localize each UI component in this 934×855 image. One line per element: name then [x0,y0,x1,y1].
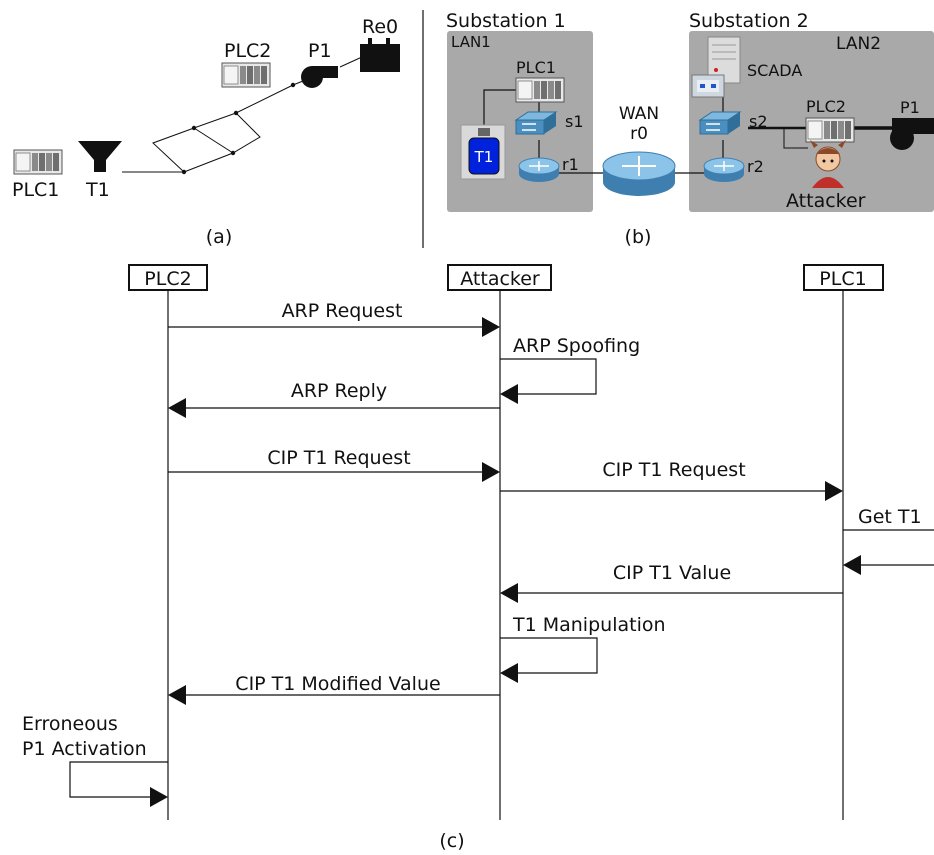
plc2-device-label: PLC2 [806,97,846,116]
plc1-icon [13,149,63,175]
self-message-arrow [500,637,598,674]
t1-label: T1 [85,179,110,201]
msg-cip-request-2: CIP T1 Request [602,459,745,481]
scada-monitor-icon [691,74,725,98]
arrow-head [500,663,518,683]
pump-icon [890,118,934,150]
link [483,89,516,125]
msg-get-t1: Get T1 [858,506,922,528]
plc2-icon [221,62,271,88]
arrow-head [482,317,500,337]
attacker-icon [810,140,846,188]
arrow-head [843,555,861,575]
participant-plc2-box [128,264,208,291]
self-message-arrow [500,358,597,395]
arrow-head [500,583,518,603]
junction-node [181,169,187,175]
self-message-arrow [69,761,168,798]
participant-plc1-label: PLC1 [819,268,866,290]
arrow-head [168,398,186,418]
wan-label: WAN [619,104,659,124]
lan2-label: LAN2 [836,34,881,54]
tank-label: T1 [474,148,494,166]
router-r2-icon [703,157,745,183]
p1-label: P1 [308,40,332,62]
switch-s1-label: s1 [565,112,584,131]
tank-icon [468,137,500,175]
panel-b-caption: (b) [625,226,652,248]
panel-b: Substation 1 Substation 2 LAN1 LAN2 PLC1… [446,10,934,248]
pump-icon [301,66,338,88]
tank-icon [78,141,122,172]
link [783,128,808,149]
switch-s2-label: s2 [749,112,768,131]
msg-cip-modified: CIP T1 Modified Value [235,673,440,695]
lan1-label: LAN1 [451,33,491,51]
participant-attacker-label: Attacker [460,268,540,290]
panel-a: PLC1 T1 PLC2 P1 Re0 (a) [12,16,400,248]
pump-p1-label: P1 [900,98,920,117]
pipe-line [183,112,261,173]
arrow-head [168,685,186,705]
junction-node [230,150,236,156]
plc1-device-icon [515,77,565,103]
router-r0-icon [602,151,676,196]
substation2-title: Substation 2 [689,10,809,32]
msg-arp-request: ARP Request [282,300,403,322]
plc2-label: PLC2 [224,40,271,62]
pipe-line [122,74,319,173]
panel-c: PLC2 Attacker PLC1 ARP Request ARP Spoof… [22,264,934,852]
router-r2-label: r2 [747,157,764,176]
attacker-label: Attacker [786,190,866,212]
router-r1-label: r1 [562,155,579,174]
plc2-device-icon [805,117,855,143]
msg-cip-request-1: CIP T1 Request [267,447,410,469]
pipe-line [339,56,363,68]
msg-erroneous-line1: Erroneous [22,713,118,735]
panel-c-caption: (c) [439,830,464,852]
tank-valve-icon [478,128,490,136]
router-r1-icon [518,157,560,183]
arrow-head [500,384,518,404]
plc1-label: PLC1 [12,179,59,201]
arrow-head [150,787,168,807]
router-r0-label: r0 [630,124,648,144]
msg-erroneous-line2: P1 Activation [22,738,147,760]
junction-node [191,125,197,131]
participant-plc1-box [803,264,884,291]
junction-node [290,82,296,88]
reservoir-icon [360,38,400,72]
panel-a-caption: (a) [206,226,232,248]
plc1-device-label: PLC1 [516,58,556,77]
arrow-head [825,481,843,501]
re0-label: Re0 [362,16,398,38]
participant-plc2-label: PLC2 [144,268,191,290]
msg-cip-value: CIP T1 Value [613,562,731,584]
msg-arp-reply: ARP Reply [291,380,387,402]
substation1-title: Substation 1 [446,10,566,32]
arrow-head [482,462,500,482]
scada-label: SCADA [747,61,802,80]
junction-node [233,110,239,116]
pipe-line [193,127,234,154]
msg-t1-manipulation: T1 Manipulation [512,614,666,636]
msg-arp-spoofing: ARP Spoofing [513,335,640,357]
